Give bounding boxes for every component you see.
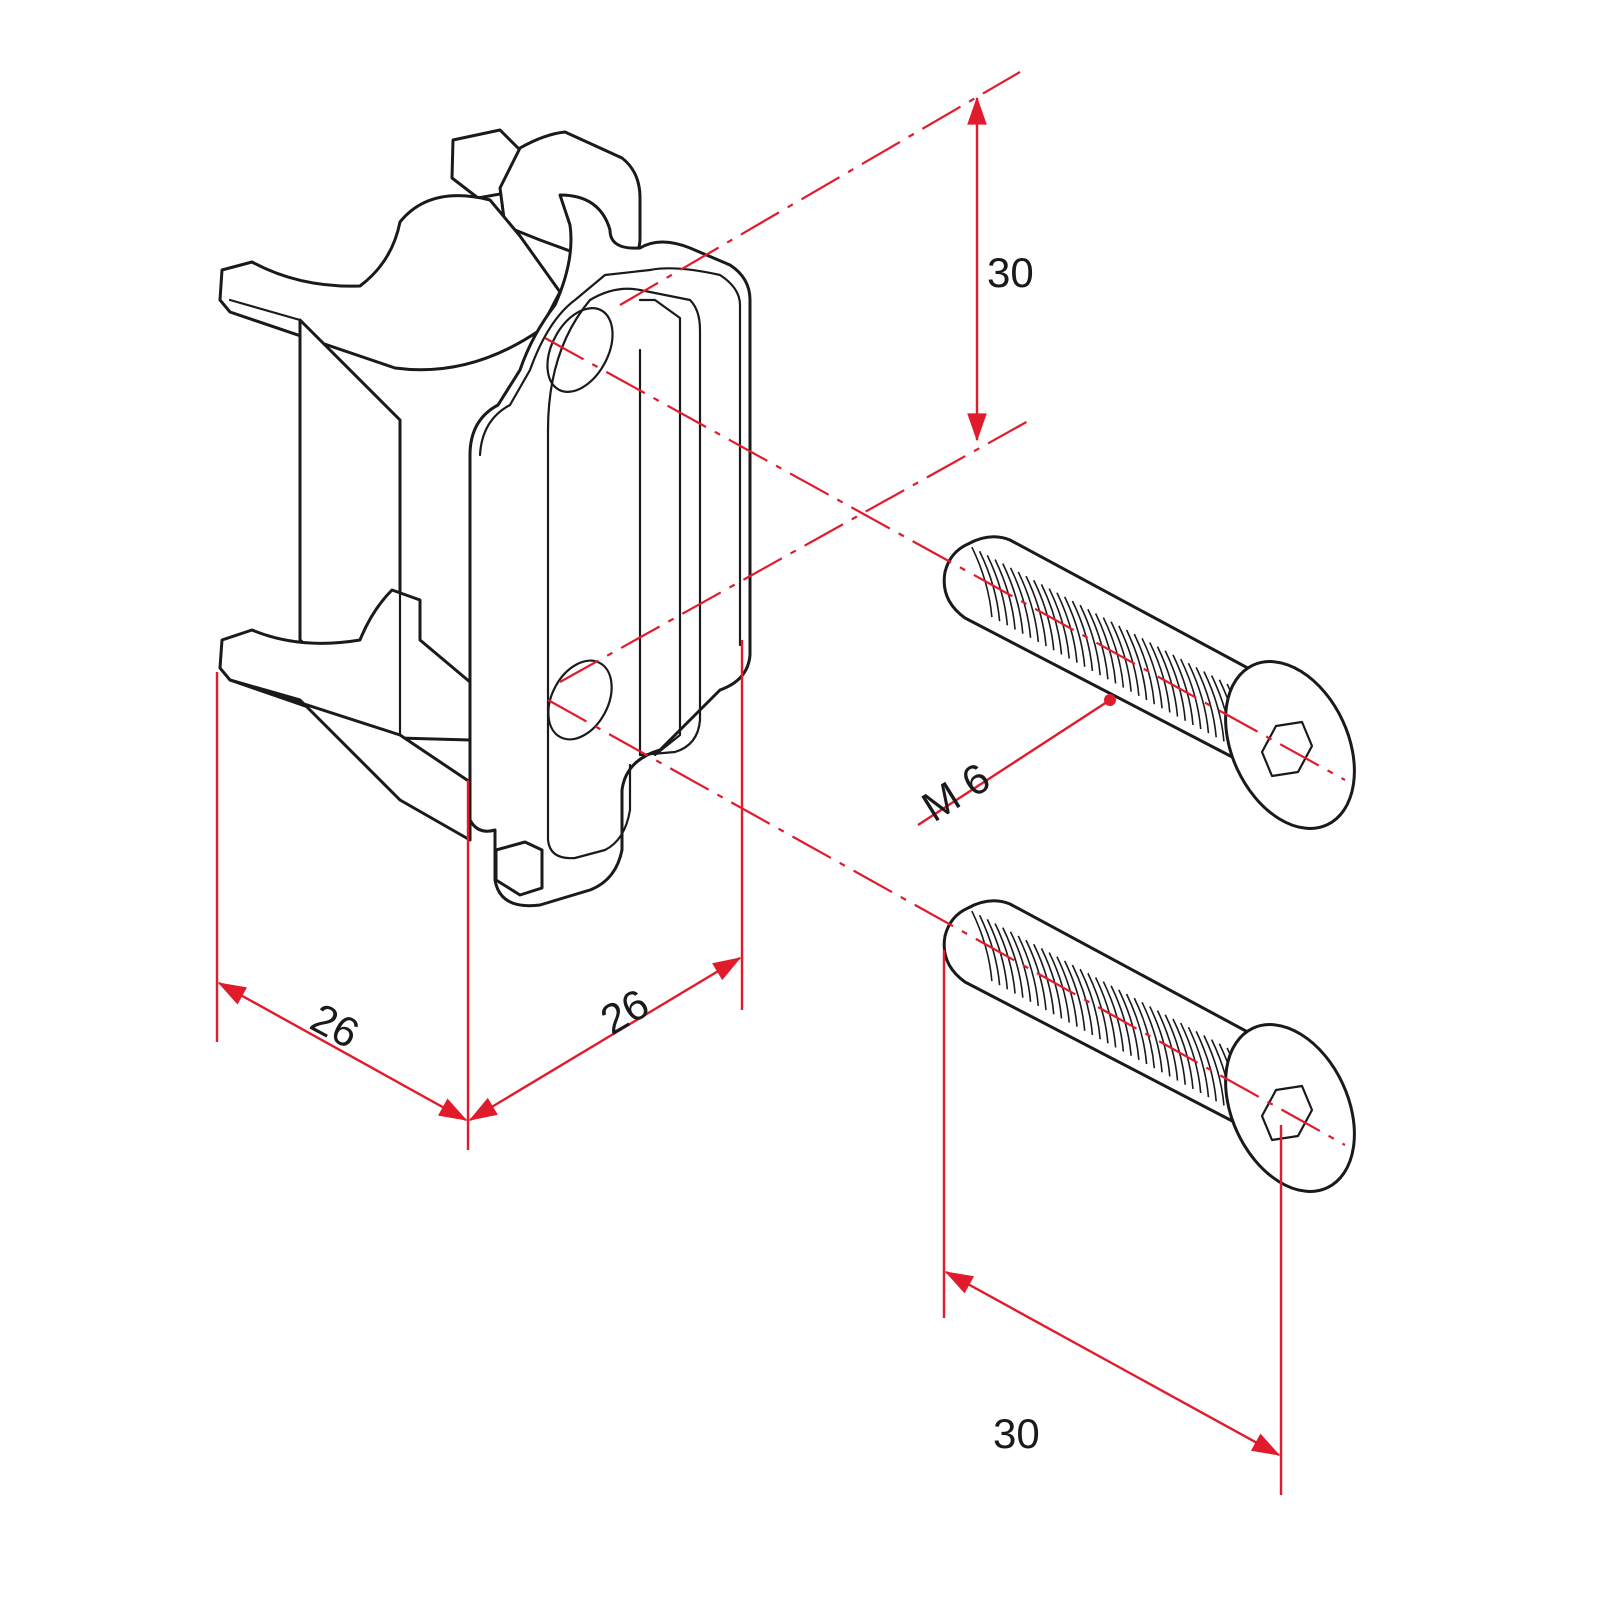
thread-line	[1164, 1014, 1187, 1085]
thread-line	[1017, 935, 1040, 1007]
thread-line	[1079, 604, 1101, 676]
thread-line	[1063, 596, 1086, 667]
leader-line	[917, 698, 1111, 827]
bracket-slot-edge	[546, 428, 632, 860]
thread-line	[1110, 621, 1132, 692]
bolt-lower-head	[1224, 1023, 1356, 1193]
bracket-slot-inner	[638, 298, 682, 757]
thread-line	[1017, 571, 1040, 643]
thread-line	[1125, 629, 1148, 701]
dimension-thread: M 6	[914, 694, 1116, 831]
thread-line	[1118, 989, 1140, 1060]
mounting-bracket	[218, 128, 752, 908]
thread-line	[1133, 633, 1156, 705]
bracket-front-bevel	[478, 267, 742, 647]
bracket-edge-lines	[228, 298, 472, 822]
thread-line	[1133, 997, 1156, 1069]
thread-line	[1203, 671, 1225, 742]
leader-dot	[1104, 694, 1116, 706]
bracket-upper-claw	[218, 194, 562, 372]
upper-projection-line	[619, 71, 1021, 306]
bracket-lower-hole	[547, 659, 613, 741]
thread-line	[1156, 646, 1179, 717]
thread-line	[1195, 1030, 1217, 1102]
thread-line	[1118, 625, 1140, 696]
thread-line	[1102, 617, 1125, 688]
thread-line	[1141, 637, 1163, 709]
dimension-label: 26	[303, 994, 366, 1057]
thread-line	[994, 923, 1016, 994]
bolt-lower	[942, 899, 1356, 1193]
thread-line	[1187, 662, 1210, 734]
bolt-upper	[942, 535, 1356, 830]
bracket-upper-hole	[546, 307, 614, 393]
thread-line	[1149, 1006, 1171, 1077]
hex-socket-icon	[1260, 1084, 1314, 1142]
dimension-label: 26	[593, 980, 657, 1044]
thread-line	[986, 919, 1009, 990]
upper-hole-axis	[544, 337, 1346, 781]
thread-line	[971, 910, 993, 982]
hex-socket-icon	[1260, 720, 1314, 778]
lower-hole-axis	[547, 699, 1346, 1146]
thread-line	[1002, 927, 1024, 998]
thread-line	[1141, 1001, 1163, 1073]
dimension-line	[944, 1270, 1281, 1457]
thread-line	[1187, 1026, 1210, 1098]
dimension-line	[468, 956, 742, 1122]
thread-line	[1079, 968, 1101, 1040]
thread-line	[1156, 1010, 1179, 1081]
thread-line	[1195, 666, 1217, 738]
thread-line	[1172, 654, 1194, 725]
thread-line	[1180, 658, 1202, 730]
thread-line	[978, 914, 1001, 986]
thread-line	[1125, 993, 1148, 1065]
dimension-hole-spacing: 30	[967, 96, 1034, 442]
bracket-bottom-tab	[494, 840, 544, 897]
center-lines	[544, 71, 1346, 1146]
dimension-label: 30	[993, 1410, 1040, 1457]
dimension-label: 30	[987, 249, 1034, 296]
thread-line	[1063, 960, 1086, 1031]
thread-line	[1164, 650, 1187, 721]
lower-projection-line	[559, 419, 1031, 683]
thread-line	[1180, 1022, 1202, 1094]
thread-line	[1149, 642, 1171, 713]
thread-line	[1172, 1018, 1194, 1089]
dimension-line	[217, 981, 468, 1122]
bolt-upper-head	[1224, 660, 1356, 830]
bracket-lower-claw	[218, 588, 472, 742]
dimension-bolt-length: 30	[942, 950, 1283, 1495]
thread-line	[1203, 1035, 1225, 1106]
thread-line	[1002, 563, 1024, 634]
